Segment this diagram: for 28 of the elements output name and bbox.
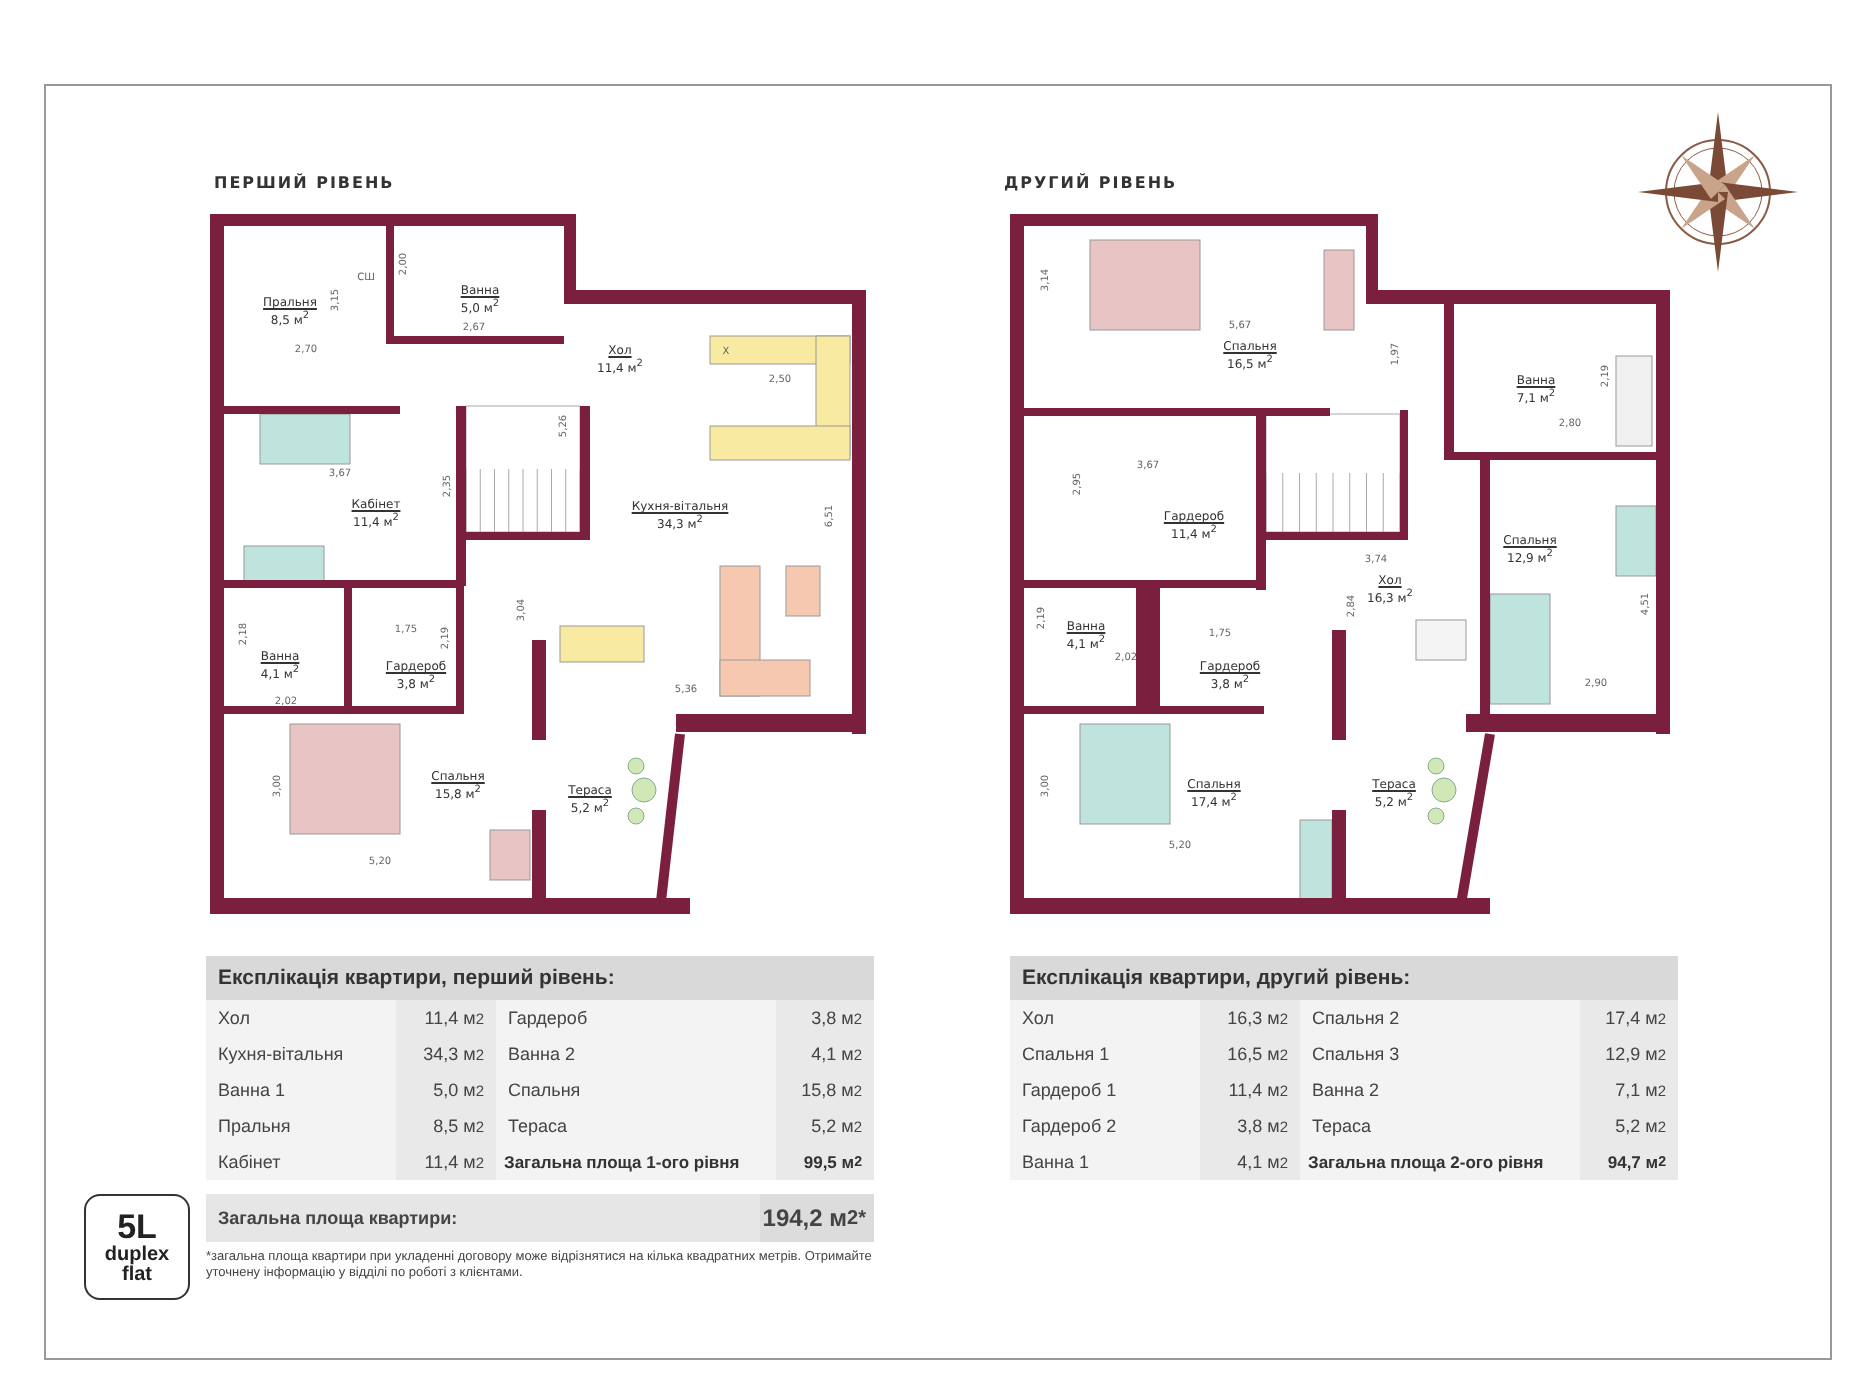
table-cell: Кухня-вітальня (206, 1036, 396, 1072)
badge-text: 5L (117, 1209, 157, 1245)
table-cell: Загальна площа 2-ого рівня (1300, 1144, 1580, 1180)
table-cell: Гардероб (496, 1000, 776, 1036)
table-cell: Спальня 3 (1300, 1036, 1580, 1072)
table-cell: Тераса (496, 1108, 776, 1144)
table-cell: Хол (206, 1000, 396, 1036)
table-cell: Спальня (496, 1072, 776, 1108)
flat-type-badge (84, 1194, 190, 1300)
table-cell: Ванна 2 (496, 1036, 776, 1072)
table-cell: Гардероб 2 (1010, 1108, 1200, 1144)
table-cell: Ванна 2 (1300, 1072, 1580, 1108)
table-title: Експлікація квартири, другий рівень: (1010, 956, 1678, 1000)
table-cell: Кабінет (206, 1144, 396, 1180)
table-title: Експлікація квартири, перший рівень: (206, 956, 874, 1000)
table-cell: Хол (1010, 1000, 1200, 1036)
table-cell: Ванна 1 (1010, 1144, 1200, 1180)
table-cell: Загальна площа квартири: (206, 1194, 760, 1242)
table-cell: Загальна площа 1-ого рівня (496, 1144, 776, 1180)
table-cell: Ванна 1 (206, 1072, 396, 1108)
table-cell: Пральня (206, 1108, 396, 1144)
table-cell: Спальня 2 (1300, 1000, 1580, 1036)
plan-heading: ДРУГИЙ РІВЕНЬ (1004, 174, 1178, 192)
table-cell: Гардероб 1 (1010, 1072, 1200, 1108)
table-cell: Тераса (1300, 1108, 1580, 1144)
plan-heading: ПЕРШИЙ РІВЕНЬ (214, 174, 395, 192)
badge-text: duplex flat (102, 1245, 172, 1285)
table-cell: Спальня 1 (1010, 1036, 1200, 1072)
